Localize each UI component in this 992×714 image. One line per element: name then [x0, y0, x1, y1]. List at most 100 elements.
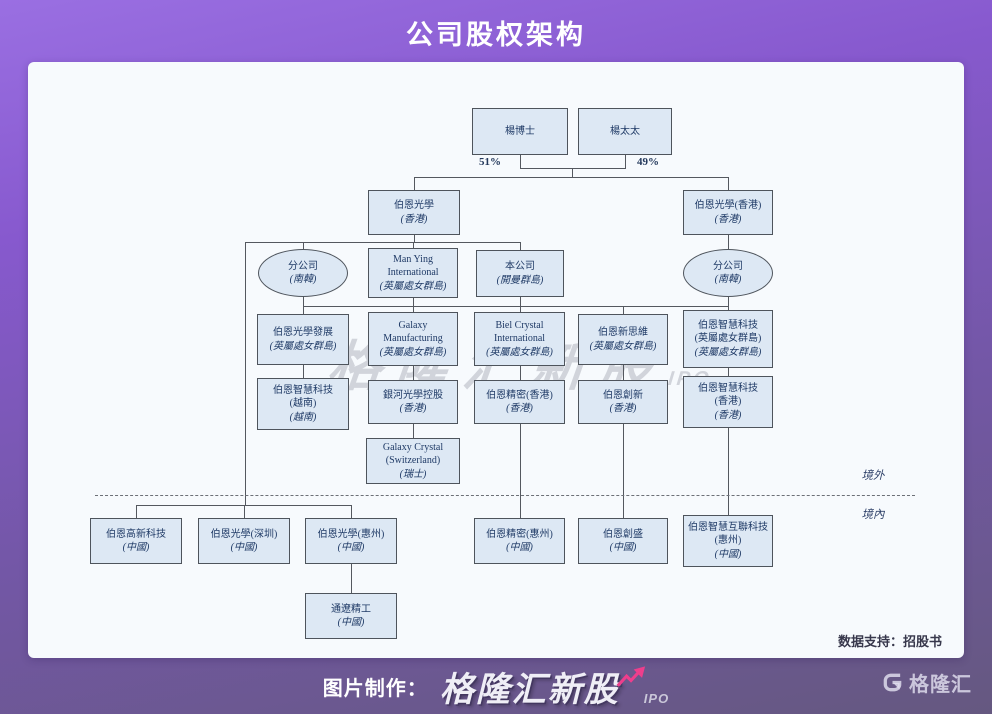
node-biel-optical-development: 伯恩光學發展(英屬處女群島)	[257, 314, 349, 365]
node-label-line: 伯恩智慧互聯科技	[688, 521, 768, 533]
gelonghui-corner-logo: 格隆汇	[881, 668, 972, 697]
connector-line	[303, 365, 304, 378]
node-label-line: (英屬處女群島)	[379, 280, 447, 292]
node-biel-smart-tech-bvi: 伯恩智慧科技(英屬處女群島)(英屬處女群島)	[683, 310, 773, 368]
node-galaxy-optical-holdings: 銀河光學控股(香港)	[368, 380, 458, 424]
node-label-line: (中國)	[337, 617, 365, 628]
node-label-line: (香港)	[714, 396, 742, 408]
node-label-line: (香港)	[714, 409, 742, 421]
page-title: 公司股权架构	[406, 20, 586, 50]
node-label-line: (英屬處女群島)	[379, 346, 447, 358]
node-label-line: 伯恩創盛	[603, 528, 643, 540]
node-biel-optical-shenzhen: 伯恩光學(深圳)(中國)	[198, 518, 290, 564]
connector-line	[303, 242, 304, 249]
brand-logo: 格隆汇新股 IPO	[440, 662, 669, 711]
connector-line	[520, 297, 521, 312]
node-label-line: 伯恩精密(香港)	[486, 389, 553, 401]
node-biel-smart-tech-vietnam: 伯恩智慧科技 (越南)(越南)	[257, 378, 349, 430]
connector-line	[413, 424, 414, 438]
node-label-line: 銀河光學控股	[383, 389, 443, 401]
node-label-line: (瑞士)	[399, 468, 427, 480]
node-label-line: (英屬處女群島)	[694, 333, 762, 345]
node-label-line: 分公司	[713, 260, 743, 272]
node-label-line: 伯恩智慧科技	[698, 319, 758, 331]
brand-sub-text: IPO	[643, 690, 670, 706]
node-label-line: (越南)	[289, 398, 317, 410]
node-label-line: 通遼精工	[331, 603, 371, 615]
connector-line	[351, 564, 352, 593]
node-branch-korea-left: 分公司 (南韓)	[258, 249, 348, 297]
node-label-line: 分公司	[288, 260, 318, 272]
node-label-line: (香港)	[506, 403, 533, 414]
connector-line	[572, 168, 573, 177]
node-label-line: Galaxy	[398, 319, 428, 331]
node-label-line: 伯恩精密(惠州)	[486, 528, 553, 540]
node-label-line: 楊太太	[610, 125, 640, 137]
connector-line	[623, 306, 624, 314]
node-label-line: (開曼群島)	[496, 274, 544, 286]
node-label-line: (英屬處女群島)	[269, 340, 337, 352]
connector-line	[520, 168, 626, 169]
node-label-line: 伯恩智慧科技	[273, 384, 333, 396]
connector-line	[728, 428, 729, 515]
connector-line	[413, 366, 414, 380]
node-biel-smart-iot-huizhou: 伯恩智慧互聯科技(惠州)(中國)	[683, 515, 773, 567]
connector-line	[351, 505, 352, 518]
connector-line	[520, 155, 521, 168]
rising-stock-arrow-icon	[616, 665, 645, 687]
corner-logo-text: 格隆汇	[909, 674, 972, 696]
node-label-line: Galaxy Crystal	[382, 441, 444, 453]
node-label-line: Man Ying	[393, 253, 433, 265]
node-biel-precision-huizhou: 伯恩精密(惠州)(中國)	[474, 518, 565, 564]
node-label-line: (中國)	[337, 542, 365, 553]
node-biel-smart-tech-hk: 伯恩智慧科技 (香港)(香港)	[683, 376, 773, 428]
region-label-onshore: 境內	[861, 509, 885, 521]
node-label-line: (英屬處女群島)	[589, 340, 657, 352]
connector-line	[728, 178, 729, 190]
node-label-line: 伯恩智慧科技	[698, 382, 758, 394]
connector-line	[625, 155, 626, 168]
node-label-line: (香港)	[400, 213, 428, 225]
node-label-line: (Switzerland)	[385, 455, 441, 467]
node-biel-optical-hk: 伯恩光學 (香港)	[368, 190, 460, 235]
node-biel-optical-hk-co: 伯恩光學(香港)(香港)	[683, 190, 773, 235]
offshore-onshore-divider	[95, 495, 915, 496]
node-label-line: (南韓)	[289, 274, 317, 285]
node-yang-dr: 楊博士	[472, 108, 568, 155]
gelonghui-g-icon	[883, 673, 902, 692]
node-label-line: (中國)	[230, 542, 258, 553]
connector-line	[623, 365, 624, 380]
node-label-line: 伯恩新思維	[598, 327, 648, 338]
node-label-line: 伯恩創新	[603, 389, 643, 401]
node-label-line: (中國)	[609, 542, 637, 553]
node-biel-hightech: 伯恩高新科技(中國)	[90, 518, 182, 564]
connector-line	[303, 297, 304, 314]
connector-line	[413, 298, 414, 312]
node-yang-mrs: 楊太太	[578, 108, 672, 155]
connector-line	[728, 297, 729, 310]
node-biel-innovation: 伯恩創新(香港)	[578, 380, 668, 424]
node-biel-chuangsheng: 伯恩創盛 (中國)	[578, 518, 668, 564]
connector-line	[520, 242, 521, 250]
region-label-offshore: 境外	[861, 470, 885, 482]
data-support-note: 数据支持：招股书	[837, 634, 942, 649]
node-tongliao-precision: 通遼精工 (中國)	[305, 593, 397, 639]
node-label-line: (越南)	[289, 411, 317, 423]
connector-line	[520, 424, 521, 518]
node-label-line: (中國)	[122, 542, 150, 553]
connector-line	[245, 242, 246, 505]
connector-line	[414, 177, 729, 178]
connector-line	[414, 235, 415, 242]
node-label-line: 伯恩光學	[394, 200, 434, 211]
connector-line	[245, 242, 521, 243]
node-label-line: (南韓)	[714, 274, 742, 285]
connector-line	[623, 424, 624, 518]
node-label-line: (香港)	[714, 213, 742, 225]
node-biel-new-thinking: 伯恩新思維 (英屬處女群島)	[578, 314, 668, 365]
connector-line	[414, 178, 415, 190]
footer: 图片制作： 格隆汇新股 IPO	[0, 658, 992, 714]
